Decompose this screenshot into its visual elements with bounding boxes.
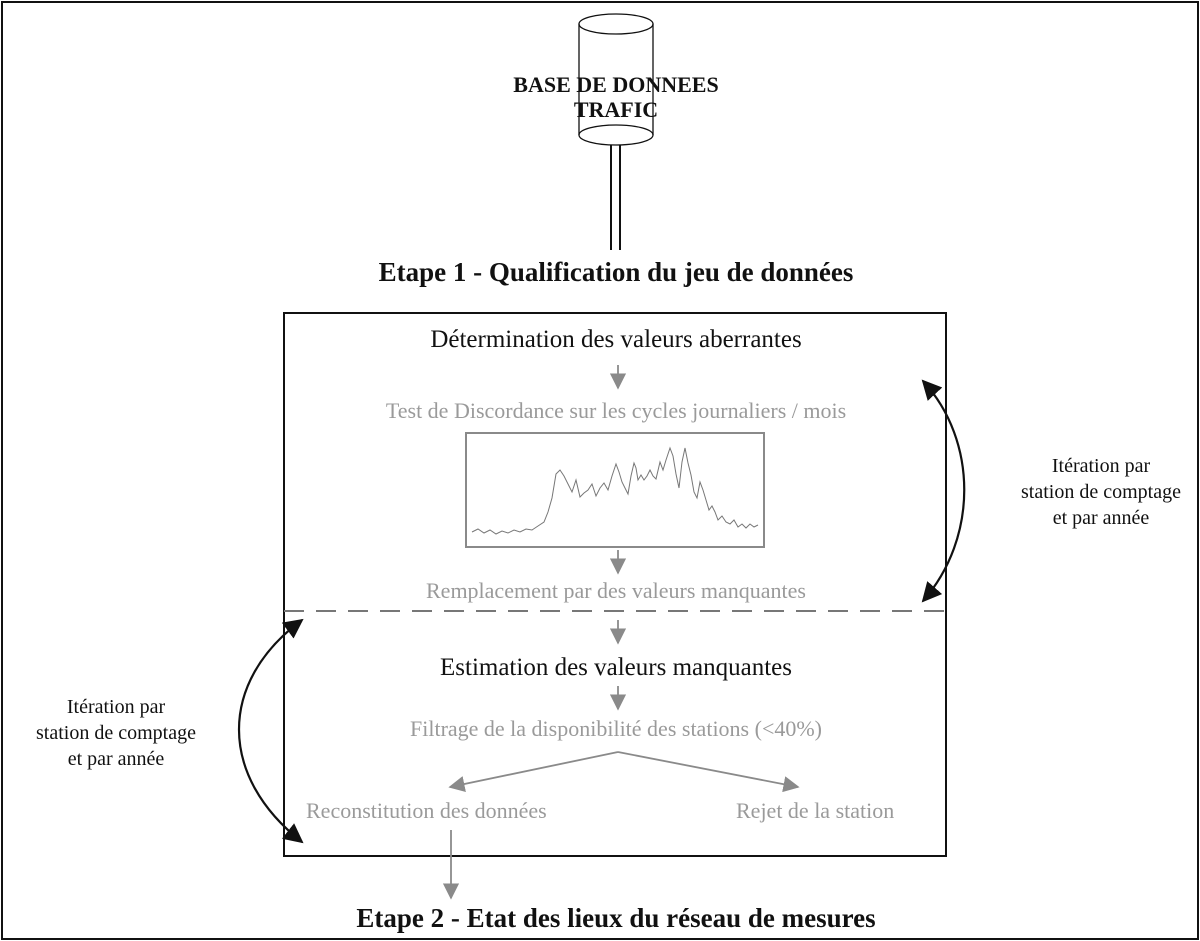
outliers-test: Test de Discordance sur les cycles journ… [385,398,847,423]
iteration-right-label: Itération par station de comptage et par… [1021,453,1181,531]
outliers-title: Détermination des valeurs aberrantes [430,326,802,353]
iteration-left-line2: station de comptage [36,722,196,744]
database-label: BASE DE DONNEES TRAFIC [513,72,718,123]
step2-title: Etape 2 - Etat des lieux du réseau de me… [356,903,876,933]
estimation-title: Estimation des valeurs manquantes [439,654,793,681]
estimation-reconstitution: Reconstitution des données [306,798,547,823]
estimation-reject: Rejet de la station [736,798,895,823]
traffic-chart-frame [465,432,765,548]
step1-title: Etape 1 - Qualification du jeu de donnée… [378,257,854,287]
iteration-left-line1: Itération par [66,696,166,718]
iteration-left-label: Itération par station de comptage et par… [36,694,196,772]
iteration-right-line3: et par année [1052,507,1150,529]
arrow-split-left [448,751,619,792]
arrow-split-right [617,751,800,793]
database-cylinder-icon [578,13,654,146]
iteration-right-arrow [921,379,966,603]
outliers-replace: Remplacement par des valeurs manquantes [426,578,806,603]
traffic-chart-line [471,446,759,535]
iteration-right-line2: station de comptage [1021,481,1181,503]
iteration-right-line1: Itération par [1051,455,1151,477]
iteration-left-arrow [237,618,304,844]
database-label-line1: BASE DE DONNEES [513,72,719,97]
estimation-filter: Filtrage de la disponibilité des station… [409,716,823,741]
iteration-left-line3: et par année [67,748,165,770]
database-label-line2: TRAFIC [573,97,659,123]
process-box [283,312,947,857]
